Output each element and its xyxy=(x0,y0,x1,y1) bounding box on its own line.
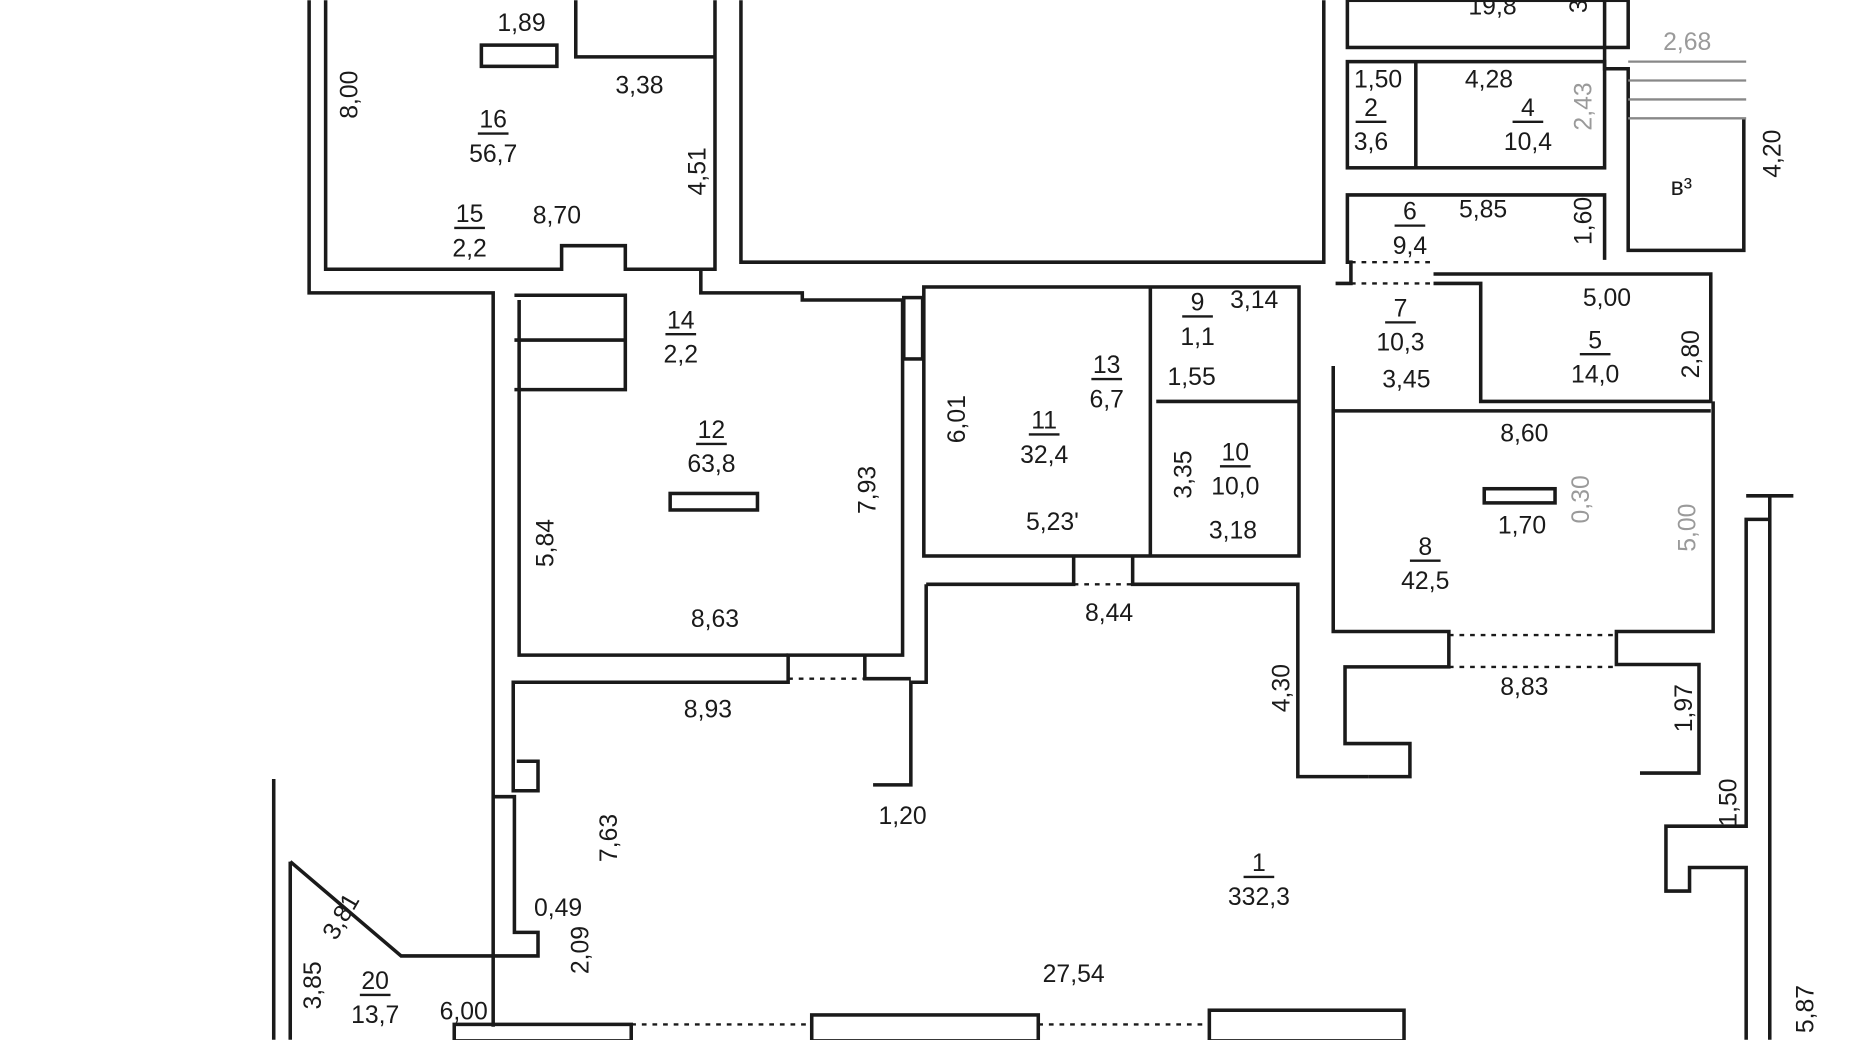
dimension-label: 8,70 xyxy=(533,202,581,229)
dimension-label: 5,84 xyxy=(532,519,559,567)
room-number: 15 xyxy=(456,201,484,228)
room-area: 10,0 xyxy=(1211,474,1259,501)
walls xyxy=(271,0,1794,1040)
dimension-label: 2,80 xyxy=(1678,330,1705,378)
room-area: 19,8 xyxy=(1468,0,1516,20)
dimension-label: 8,83 xyxy=(1500,674,1548,701)
dimension-label: 5,00 xyxy=(1674,504,1701,552)
dimension-label: 8,44 xyxy=(1085,600,1133,627)
dimension-label: 1,50 xyxy=(1716,778,1743,826)
dimension-label: 3,38 xyxy=(615,72,663,99)
room-area: 9,4 xyxy=(1393,233,1428,260)
dimension-label: 2,68 xyxy=(1663,29,1711,56)
room-number: 5 xyxy=(1588,327,1602,354)
dimension-label: 5,23' xyxy=(1026,509,1079,536)
room-number: 7 xyxy=(1394,295,1408,322)
dimension-label: 4,51 xyxy=(685,147,712,195)
dimension-label: 4,28 xyxy=(1465,67,1513,94)
dimension-label: 6,01 xyxy=(944,395,971,443)
room-number: 12 xyxy=(698,417,726,444)
room-number: 4 xyxy=(1521,95,1535,122)
dimension-label: 8,93 xyxy=(684,697,732,724)
room-number: 11 xyxy=(1031,408,1057,435)
room-number: 1 xyxy=(1252,850,1266,877)
dimension-label: 2,43 xyxy=(1571,82,1598,130)
dimension-label: 3,14 xyxy=(1230,287,1278,314)
room-number: 14 xyxy=(667,307,695,334)
dimension-label: 3,45 xyxy=(1382,366,1430,393)
room-number: 20 xyxy=(361,968,389,995)
room-number: 16 xyxy=(479,107,507,134)
dimension-label: 1,60 xyxy=(1571,197,1598,245)
room-number: 9 xyxy=(1191,290,1205,317)
dimension-label: 0,49 xyxy=(534,895,582,922)
dimension-label: 8,00 xyxy=(336,71,363,119)
dimension-label: 8,63 xyxy=(691,606,739,633)
room-area: 2,2 xyxy=(664,341,698,368)
room-area: 13,7 xyxy=(351,1002,399,1029)
dimension-label: 1,50 xyxy=(1354,67,1402,94)
dimension-label: 27,54 xyxy=(1043,961,1105,988)
room-number: 8 xyxy=(1418,534,1432,561)
dimension-label: 4,30 xyxy=(1269,664,1296,712)
dimension-label: 5,00 xyxy=(1583,285,1631,312)
dimension-label: 6,00 xyxy=(440,999,488,1026)
room-area: 332,3 xyxy=(1228,884,1290,911)
dimension-label: 5,85 xyxy=(1459,196,1507,223)
room-area: 42,5 xyxy=(1401,568,1449,595)
dimension-label: 1,89 xyxy=(497,10,545,37)
room-number: 13 xyxy=(1093,352,1121,379)
room-area: 10,4 xyxy=(1504,129,1552,156)
dimension-label: 1,55 xyxy=(1168,364,1216,391)
dimension-label: 7,63 xyxy=(596,814,623,862)
stair-label: в³ xyxy=(1671,174,1692,201)
room-number: 2 xyxy=(1364,95,1378,122)
dimension-label: 3,18 xyxy=(1209,517,1257,544)
dimension-label: 7,93 xyxy=(854,466,881,514)
dimension-label: 0,30 xyxy=(1568,475,1595,523)
room-area: 2,2 xyxy=(452,235,486,262)
room-number: 6 xyxy=(1403,199,1417,226)
dimension-label: 3,81 xyxy=(318,889,365,944)
room-area: 10,3 xyxy=(1376,330,1424,357)
room-area: 32,4 xyxy=(1020,442,1068,469)
dimension-label: 8,60 xyxy=(1500,421,1548,448)
room-area: 3,6 xyxy=(1354,129,1388,156)
room-area: 1,1 xyxy=(1180,324,1214,351)
dimension-label: 3,35 xyxy=(1171,450,1198,498)
dimension-label: 1,97 xyxy=(1671,684,1698,732)
dimension-label: 3,85 xyxy=(300,961,327,1009)
dimension-label: 1,70 xyxy=(1498,513,1546,540)
room-area: 56,7 xyxy=(469,141,517,168)
dimension-label: 2,09 xyxy=(568,926,595,974)
dimension-label: 4,20 xyxy=(1759,130,1786,178)
room-area: 6,7 xyxy=(1089,386,1123,413)
dimension-label: 5,87 xyxy=(1792,985,1819,1033)
dimension-label: 1,20 xyxy=(878,803,926,830)
room-number: 10 xyxy=(1222,439,1250,466)
room-area: 63,8 xyxy=(687,451,735,478)
labels: 1656,7152,2142,21263,81132,4136,791,1101… xyxy=(300,0,1820,1033)
room-area: 14,0 xyxy=(1571,362,1619,389)
dimension-label: 3 xyxy=(1566,0,1593,13)
